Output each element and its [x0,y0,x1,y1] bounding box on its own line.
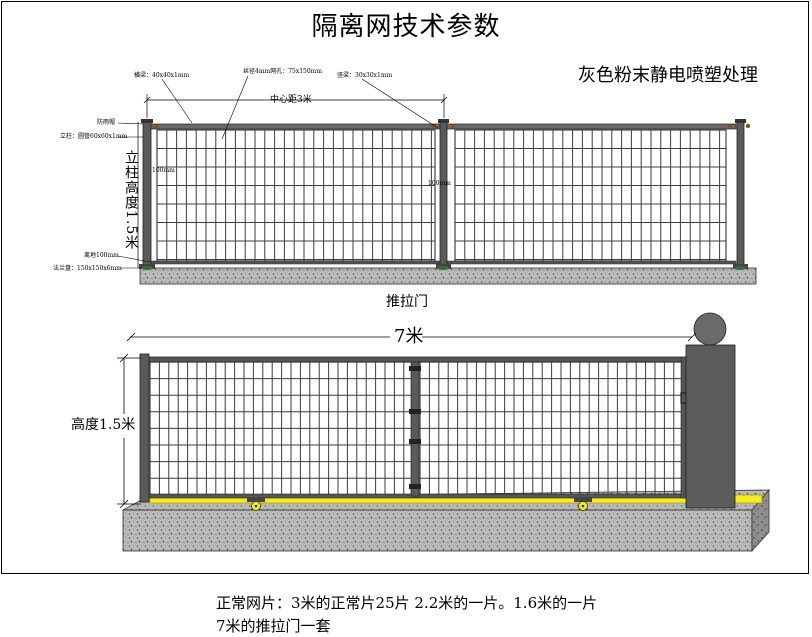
center-distance-label: 中心距3米 [270,95,312,105]
fence-bottom-rail-right [445,260,737,265]
gate-mesh-left [149,361,413,497]
page-title: 隔离网技术参数 [311,12,501,42]
label-post: 立柱：圆管60x60x1mm [60,133,128,140]
gate-middle-bar [410,361,420,497]
label-flange: 法兰盘：150x150x6mm [53,265,122,272]
fence-post-right [733,119,748,269]
label-rain-cap: 防雨帽 [97,119,116,126]
label-top-rail: 横梁：40x40x1mm [134,72,190,79]
fence-bottom-rail-left [149,260,441,265]
fence-post-left [139,119,155,269]
fence-top-rail-left [149,123,441,130]
gate-wheel-right [574,498,592,511]
gate-length-dimension [126,332,697,342]
label-vertical-bar: 竖梁：30x30x1mm [337,72,393,79]
post-height-label: 立柱高度1.5米 [123,150,139,251]
label-mesh-offset-right: 100mm [428,180,451,187]
label-wire-mesh: 丝径4mm网孔：75x150mm [243,68,323,75]
label-ground-clearance: 离地100mm [84,252,119,259]
drawing-frame [1,1,809,574]
gate-height-dimension [117,353,141,509]
gate-pillar [685,312,736,509]
gate-height-label: 高度1.5米 [71,417,136,433]
fence-panel-right [454,129,727,262]
fence-flange-plates [141,266,746,270]
label-mesh-offset-left: 100mm [152,167,175,174]
gate-wheel-left [247,498,265,511]
gate-top-rail [139,356,686,363]
fence-ground-slab [139,267,757,285]
sliding-gate-title: 推拉门 [386,294,428,310]
gate-right-frame [680,356,687,499]
gate-length-label: 7米 [394,326,424,347]
finish-note: 灰色粉末静电喷塑处理 [578,65,758,86]
fence-panel-left [156,129,436,262]
fence-bolts [153,123,751,129]
fence-post-middle [436,119,451,269]
gate-hinges [409,366,421,489]
gate-mesh-right [419,361,683,497]
gate-left-post [139,353,150,503]
fence-leader-lines [117,75,439,269]
note-line-2: 7米的推拉门一套 [216,617,331,635]
fence-top-rail-right [445,123,737,130]
note-line-1: 正常网片：3米的正常片25片 2.2米的一片。1.6米的一片 [216,594,598,612]
